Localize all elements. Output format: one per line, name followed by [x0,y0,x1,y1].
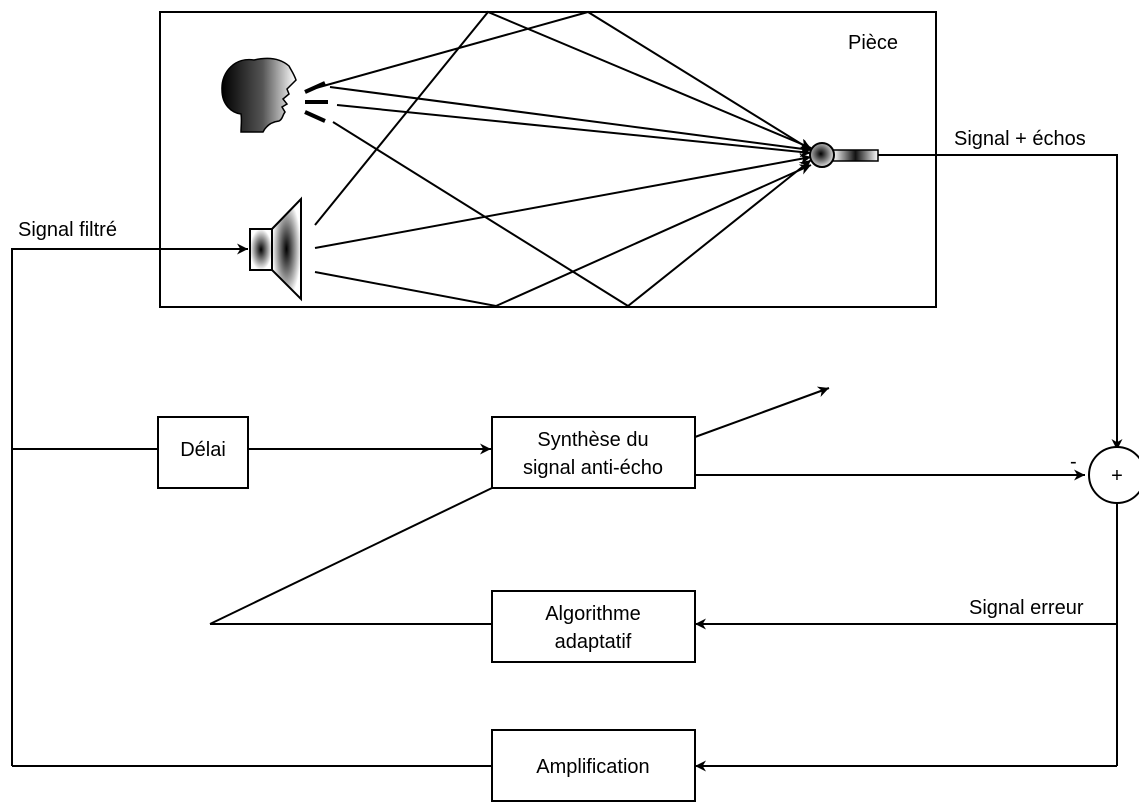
microphone-icon [809,142,879,168]
amplification-label: Amplification [536,756,649,778]
anti-echo-synthesis-block: Synthèse du signal anti-écho [491,416,696,489]
room: Pièce [159,11,937,308]
synthesis-label-line1: Synthèse du [537,429,648,451]
acoustic-paths [314,10,812,308]
plus-sign: + [1111,465,1123,487]
error-signal-label: Signal erreur [969,597,1084,619]
filtered-signal-wire [11,243,248,766]
algorithm-label-line1: Algorithme [545,603,641,625]
signal-echoes-label: Signal + échos [954,128,1086,150]
minus-sign: - [1070,451,1077,473]
signal-echoes-wire [878,154,1123,450]
adaptive-algorithm-block: Algorithme adaptatif [491,590,696,663]
amplification-block: Amplification [491,729,696,802]
filtered-signal-label: Signal filtré [18,219,117,241]
delay-label: Délai [180,439,226,461]
adaptation-arrow [209,487,493,625]
loudspeaker-icon [249,196,302,302]
synthesis-label-line2: signal anti-écho [523,457,663,479]
room-label: Pièce [848,32,898,54]
room-box [159,11,937,308]
speaking-head-icon [221,57,328,133]
delay-block: Délai [157,416,249,489]
summing-junction: + [1088,446,1139,504]
adaptation-arrow-head-segment [694,386,830,438]
algorithm-label-line2: adaptatif [555,631,632,653]
